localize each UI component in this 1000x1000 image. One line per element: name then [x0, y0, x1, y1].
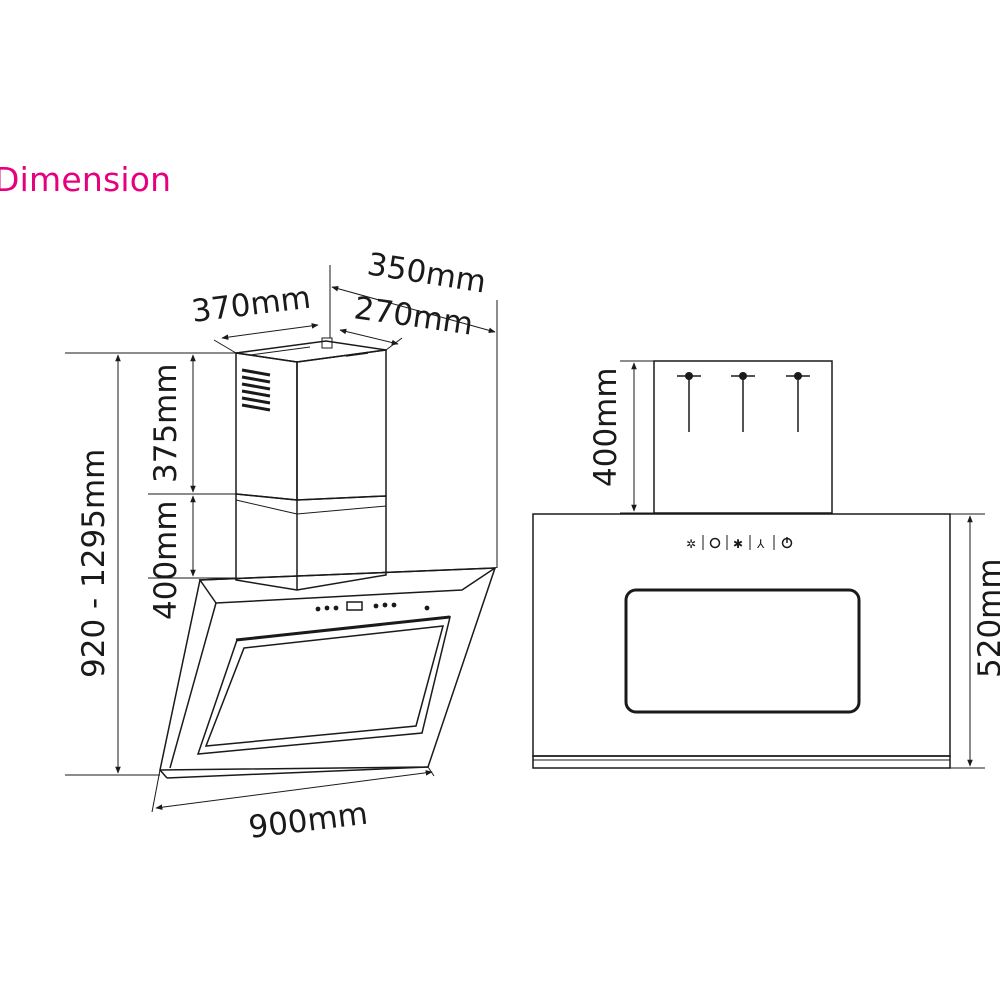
label-chimney-depth-inner: 270mm: [352, 290, 475, 342]
control-panel: [315, 601, 430, 612]
label-chimney-width: 370mm: [190, 280, 313, 330]
label-front-chimney-height: 400mm: [588, 367, 624, 487]
timer-icon: [709, 537, 721, 549]
front-control-panel: ✲ ✱ ⅄: [686, 535, 793, 551]
chimney-top: [235, 337, 387, 363]
upper-chimney: [235, 349, 387, 501]
front-view: ✲ ✱ ⅄ 400mm 520mm: [532, 360, 1000, 769]
front-hood: ✲ ✱ ⅄: [532, 513, 951, 769]
inner-depth-arrow: [339, 328, 399, 346]
label-chimney-depth-outer: 350mm: [365, 246, 489, 300]
hood-body: [159, 567, 498, 779]
vent-slots: [241, 368, 271, 412]
label-hood-width: 900mm: [247, 796, 370, 846]
light-icon: ✱: [733, 537, 743, 551]
front-chimney: [653, 360, 833, 514]
label-upper-chimney-height: 375mm: [148, 363, 184, 483]
side-view: 350mm 370mm 270mm 375mm 400mm 920 - 1295…: [65, 246, 498, 846]
hood-width-arrow: [155, 770, 433, 810]
label-front-hood-height: 520mm: [972, 558, 1000, 678]
viewing-window: [624, 588, 861, 714]
speed-icon: ⅄: [756, 537, 765, 551]
mounting-screws: [677, 372, 810, 432]
chimney-width-arrow: [221, 323, 319, 340]
fan-icon: ✲: [686, 537, 696, 551]
outer-depth-arrow: [331, 285, 496, 334]
page-title: Dimension: [0, 160, 172, 199]
label-lower-chimney-height: 400mm: [148, 500, 184, 620]
lower-chimney: [235, 493, 387, 591]
label-total-height: 920 - 1295mm: [76, 449, 112, 678]
